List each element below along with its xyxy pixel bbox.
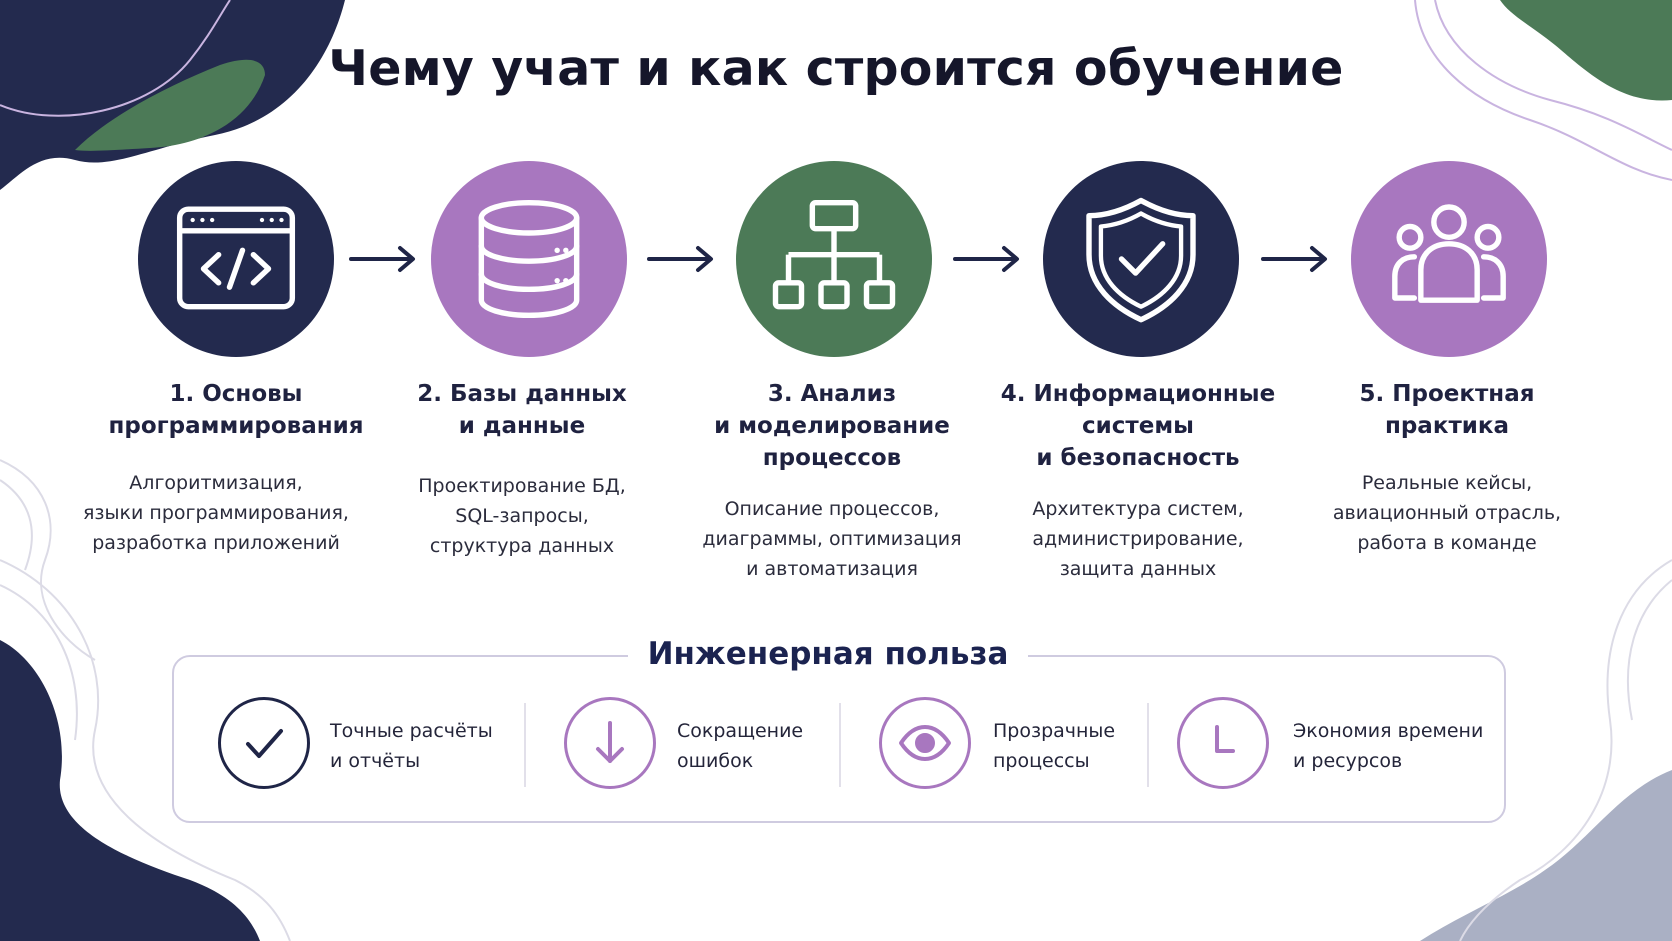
deco-gray-bottom-right <box>1420 770 1672 941</box>
eye-icon <box>899 725 951 761</box>
code-window-icon <box>176 206 296 310</box>
step-3-description: Описание процессов, диаграммы, оптимизац… <box>702 498 962 580</box>
benefit-2-icon-circle <box>564 697 656 789</box>
step-4-circle <box>1043 161 1239 357</box>
benefit-1-icon-circle <box>218 697 310 789</box>
step-5-description: Реальные кейсы, авиационный отрасль, раб… <box>1332 472 1562 554</box>
database-icon <box>478 199 580 319</box>
shield-check-icon <box>1086 197 1196 323</box>
deco-line-top-right-1 <box>1414 0 1672 181</box>
benefit-divider-2 <box>839 703 841 787</box>
page-title: Чему учат и как строится обучение <box>328 40 1344 97</box>
deco-green-top-right <box>1500 0 1672 101</box>
benefit-4-icon-circle <box>1177 697 1269 789</box>
deco-line-bottom-right-2 <box>1626 579 1672 721</box>
flow-arrow-4 <box>1261 246 1327 272</box>
deco-line-top-left <box>0 0 231 117</box>
benefits-heading: Инженерная польза <box>628 632 1028 676</box>
step-1-description: Алгоритмизация, языки программирования, … <box>83 472 349 554</box>
step-3-circle <box>736 161 932 357</box>
benefit-3-icon-circle <box>879 697 971 789</box>
team-icon <box>1392 204 1506 303</box>
benefit-divider-3 <box>1147 703 1149 787</box>
step-4-title: 4. Информационные системы и безопасность <box>1000 381 1276 471</box>
step-3-title: 3. Анализ и моделирование процессов <box>714 381 950 471</box>
deco-navy-bottom-left <box>0 640 260 941</box>
benefit-2-text: Сокращение ошибок <box>677 720 804 772</box>
step-1-title: 1. Основы программирования <box>108 381 364 439</box>
flow-arrow-1 <box>349 246 415 272</box>
step-2-title: 2. Базы данных и данные <box>417 381 627 439</box>
flow-arrow-2 <box>647 246 713 272</box>
step-2-description: Проектирование БД, SQL-запросы, структур… <box>418 475 626 557</box>
clock-icon <box>1215 725 1235 753</box>
arrow-down-icon <box>596 721 624 763</box>
benefit-3-text: Прозрачные процессы <box>993 720 1116 772</box>
flow-arrow-3 <box>953 246 1019 272</box>
deco-line-bottom-right-1 <box>1459 559 1672 941</box>
deco-line-bottom-left-2 <box>0 584 78 741</box>
deco-green-top-left <box>75 59 265 151</box>
step-4-description: Архитектура систем, администрирование, з… <box>1032 498 1244 580</box>
deco-line-bottom-left-1 <box>0 559 291 941</box>
step-2-circle <box>431 161 627 357</box>
step-5-title: 5. Проектная практика <box>1359 381 1535 439</box>
deco-line-top-right-2 <box>1434 0 1672 151</box>
step-5-circle <box>1351 161 1547 357</box>
benefit-divider-1 <box>524 703 526 787</box>
deco-line-left-1 <box>0 459 96 661</box>
hierarchy-diagram-icon <box>772 199 896 310</box>
benefit-1-text: Точные расчёты и отчёты <box>330 720 493 772</box>
step-1-circle <box>138 161 334 357</box>
deco-line-left-2 <box>0 479 33 571</box>
checkmark-icon <box>246 729 283 758</box>
benefit-4-text: Экономия времени и ресурсов <box>1293 720 1484 772</box>
